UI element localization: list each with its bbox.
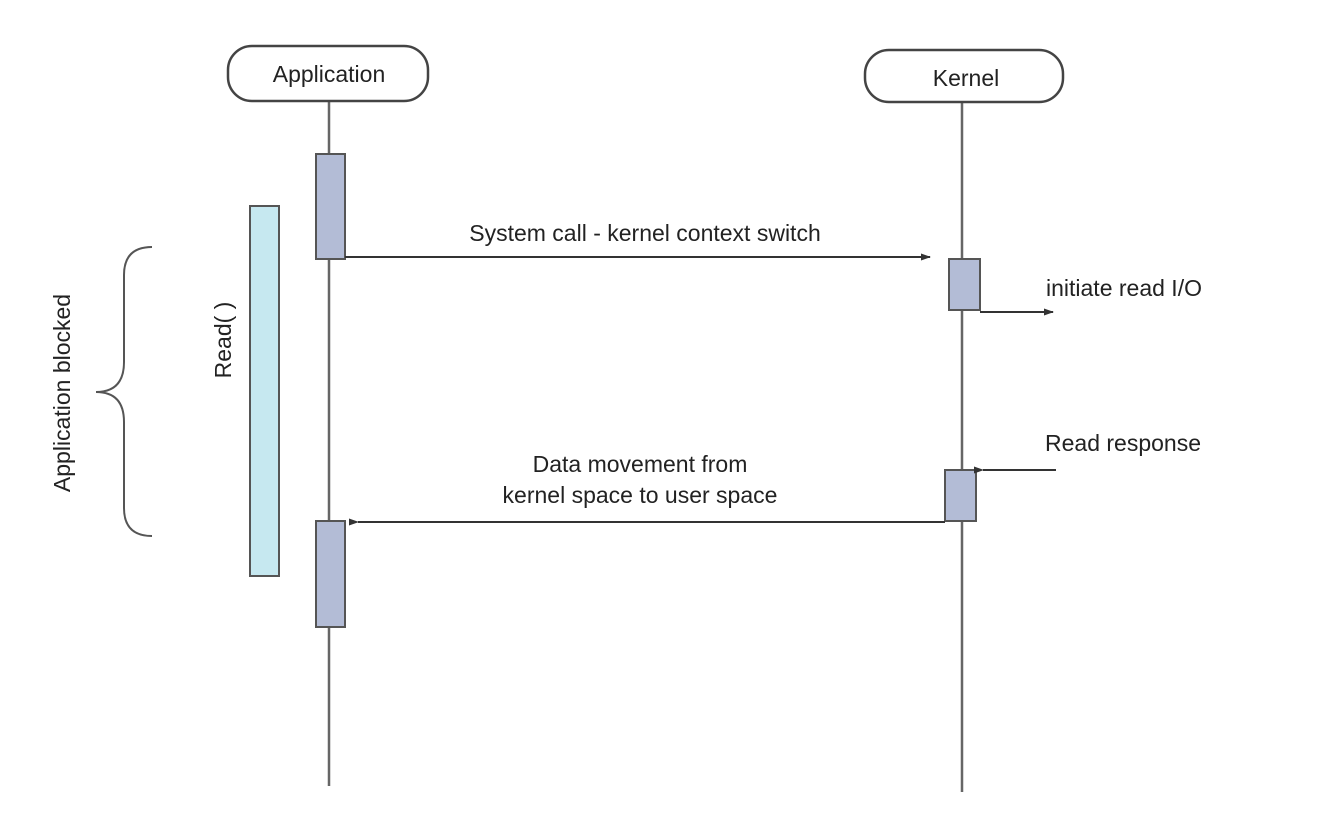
initiate-read-label: initiate read I/O xyxy=(1046,275,1202,301)
application-blocked-label: Application blocked xyxy=(49,294,75,492)
system-call-label: System call - kernel context switch xyxy=(469,220,821,246)
kernel-participant: Kernel xyxy=(863,48,1065,104)
kernel-activation-2 xyxy=(944,469,977,522)
data-movement-label-line2: kernel space to user space xyxy=(503,482,778,508)
read-response-label: Read response xyxy=(1045,430,1201,456)
data-movement-label-line1: Data movement from xyxy=(533,451,748,477)
kernel-activation-1 xyxy=(948,258,981,311)
application-activation-1 xyxy=(315,153,346,260)
application-participant: Application xyxy=(226,44,430,103)
read-call-bar xyxy=(249,205,280,577)
blocked-brace xyxy=(95,246,153,537)
read-call-label: Read( ) xyxy=(210,302,236,379)
kernel-label: Kernel xyxy=(933,65,999,91)
application-label: Application xyxy=(273,61,386,87)
application-activation-2 xyxy=(315,520,346,628)
